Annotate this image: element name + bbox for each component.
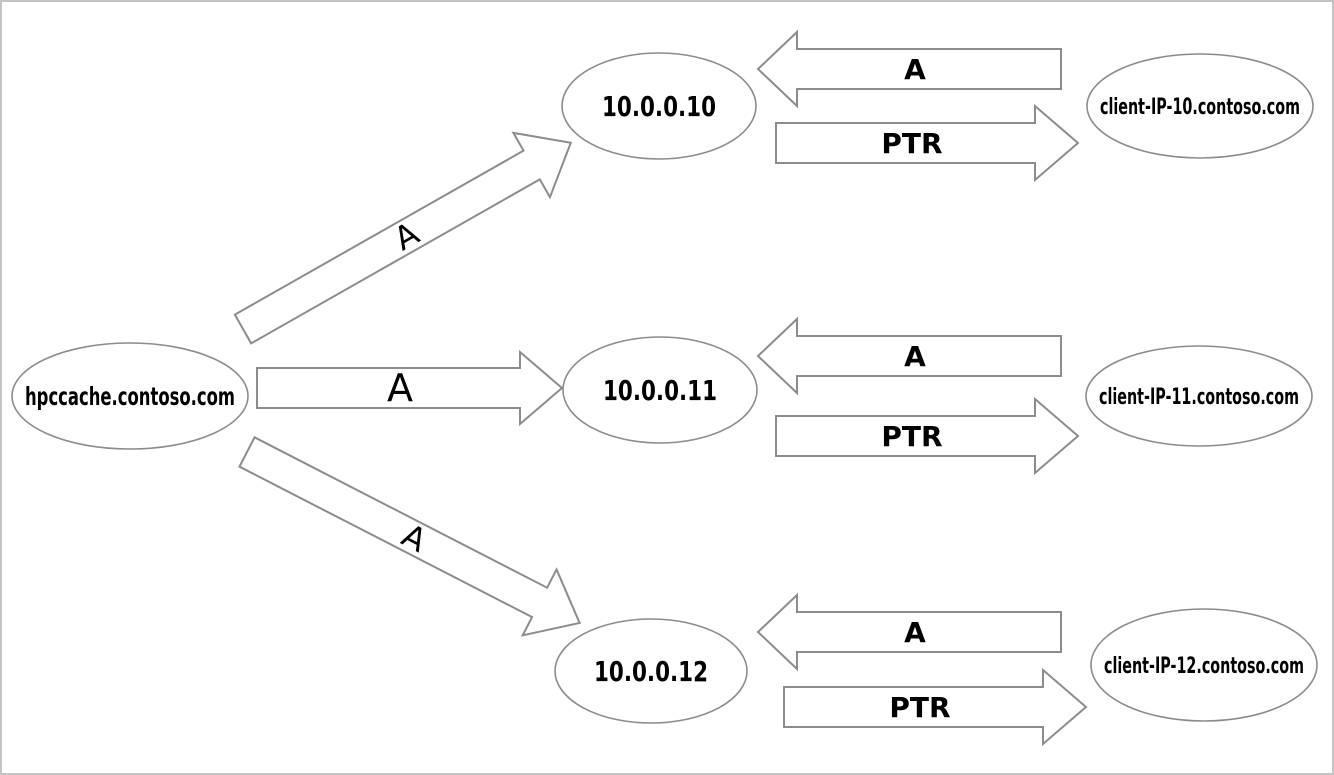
ellipse-shape: [11, 342, 249, 450]
edge-label: A: [904, 53, 926, 86]
node-ip-10-0-0-11: 10.0.0.11: [562, 336, 758, 444]
arrow-ptr-record-ip12-to-client12: PTR: [783, 667, 1088, 747]
node-label: client-IP-10.contoso.com: [1100, 95, 1300, 120]
node-label: hpccache.contoso.com: [25, 382, 235, 411]
ellipse-shape: [1090, 608, 1318, 722]
arrow-ptr-record-ip10-to-client10: PTR: [775, 103, 1080, 183]
edge-label: A: [904, 340, 926, 373]
edge-label: A: [387, 366, 413, 410]
node-hpccache: hpccache.contoso.com: [11, 342, 249, 450]
edge-label: PTR: [889, 691, 950, 724]
block-arrow-down-right-icon: [238, 435, 582, 637]
node-client-ip-10: client-IP-10.contoso.com: [1086, 53, 1314, 159]
edge-label: PTR: [881, 420, 942, 453]
arrow-a-record-hpccache-to-ip12: A: [238, 435, 582, 637]
arrow-a-record-client11-to-ip11: A: [756, 316, 1062, 396]
ellipse-shape: [1086, 53, 1314, 159]
node-client-ip-12: client-IP-12.contoso.com: [1090, 608, 1318, 722]
node-label: client-IP-12.contoso.com: [1104, 654, 1304, 679]
block-arrow-left-icon: [756, 316, 1062, 396]
arrow-ptr-record-ip11-to-client11: PTR: [775, 396, 1080, 476]
block-arrow-right-icon: [783, 667, 1088, 747]
block-arrow-right-icon: [256, 349, 564, 427]
node-label: 10.0.0.10: [602, 90, 716, 123]
arrow-a-record-client10-to-ip10: A: [756, 29, 1062, 109]
node-ip-10-0-0-10: 10.0.0.10: [561, 52, 757, 160]
ellipse-shape: [562, 336, 758, 444]
node-label: client-IP-11.contoso.com: [1099, 385, 1299, 410]
block-arrow-right-icon: [775, 396, 1080, 476]
node-label: 10.0.0.12: [594, 655, 708, 688]
node-label: 10.0.0.11: [603, 374, 717, 407]
ellipse-shape: [1085, 345, 1313, 447]
arrow-a-record-client12-to-ip12: A: [756, 592, 1062, 672]
block-arrow-left-icon: [756, 29, 1062, 109]
node-ip-10-0-0-12: 10.0.0.12: [554, 618, 748, 724]
ellipse-shape: [554, 618, 748, 724]
block-arrow-left-icon: [756, 592, 1062, 672]
ellipse-shape: [561, 52, 757, 160]
edge-label: A: [904, 616, 926, 649]
node-client-ip-11: client-IP-11.contoso.com: [1085, 345, 1313, 447]
edge-label: PTR: [881, 127, 942, 160]
arrow-a-record-hpccache-to-ip11: A: [256, 349, 564, 427]
arrow-a-record-hpccache-to-ip10: A: [233, 131, 573, 345]
block-arrow-right-icon: [775, 103, 1080, 183]
block-arrow-up-right-icon: [233, 131, 573, 345]
